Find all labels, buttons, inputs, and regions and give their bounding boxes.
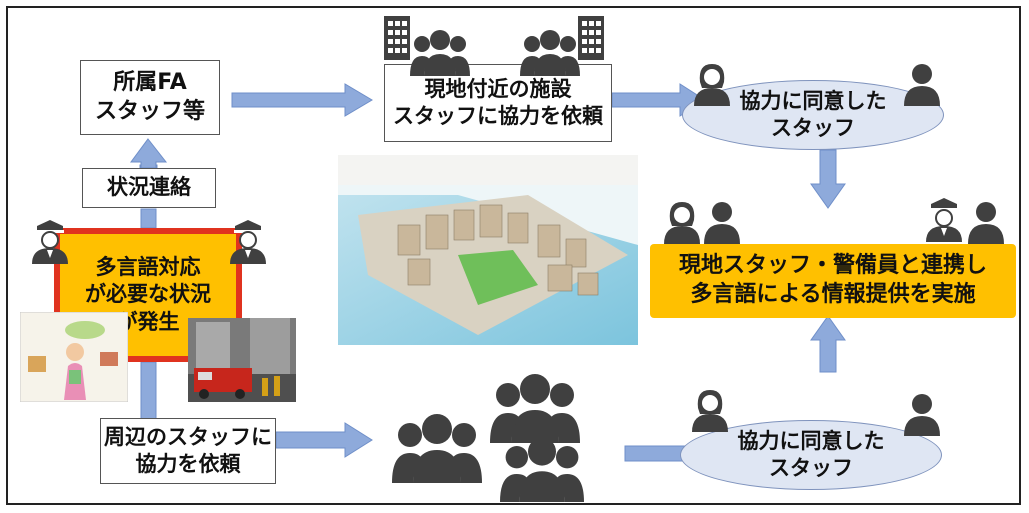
fire-truck-image [188, 318, 296, 402]
woman-icon [692, 390, 728, 432]
status-report-label: 状況連絡 [107, 175, 191, 200]
person-icon [904, 394, 940, 436]
status-report-box: 状況連絡 [82, 168, 216, 208]
fa-staff-label: 所属FA スタッフ等 [94, 69, 205, 124]
agreed-staff-ellipse-top: 協力に同意した スタッフ [682, 80, 944, 150]
group-icon [392, 414, 482, 483]
fa-staff-box: 所属FA スタッフ等 [80, 60, 220, 135]
arrow-incident-to-status [140, 208, 157, 229]
incident-label: 多言語対応 が必要な状況 が発生 [85, 255, 211, 334]
result-label: 現地スタッフ・警備員と連携し 多言語による情報提供を実施 [678, 253, 987, 307]
request-surrounding-label: 周辺のスタッフに 協力を依頼 [104, 424, 272, 476]
group-icon [500, 437, 584, 502]
person-icon [904, 64, 940, 106]
agreed-staff-label-top: 協力に同意した スタッフ [739, 88, 887, 140]
agreed-staff-label-bottom: 協力に同意した スタッフ [737, 428, 885, 480]
person-icon [704, 202, 740, 244]
nearby-facility-label: 現地付近の施設 スタッフに協力を依頼 [393, 76, 603, 128]
woman-icon [664, 202, 700, 244]
officer-icon [229, 219, 267, 265]
officer-icon [31, 219, 69, 265]
diagram-frame [6, 6, 1021, 505]
city-aerial-image [338, 155, 638, 345]
arrow-incident-down [140, 361, 157, 421]
result-box: 現地スタッフ・警備員と連携し 多言語による情報提供を実施 [650, 244, 1016, 318]
nearby-facility-box: 現地付近の施設 スタッフに協力を依頼 [384, 64, 612, 142]
building-icon [384, 16, 410, 60]
group-icon [520, 30, 580, 76]
woman-icon [694, 64, 730, 106]
officer-icon [925, 197, 963, 243]
confused-person-image [20, 312, 128, 402]
arrow-agreed-up [810, 315, 846, 373]
arrow-fa-to-facility [231, 83, 373, 117]
arrow-request-to-group [275, 422, 373, 458]
person-icon [968, 202, 1004, 244]
arrow-status-to-fa [130, 138, 168, 169]
request-surrounding-box: 周辺のスタッフに 協力を依頼 [100, 418, 276, 484]
agreed-staff-ellipse-bottom: 協力に同意した スタッフ [680, 420, 942, 490]
group-icon [410, 30, 470, 76]
arrow-agreed-down [810, 149, 846, 209]
building-icon [578, 16, 604, 60]
